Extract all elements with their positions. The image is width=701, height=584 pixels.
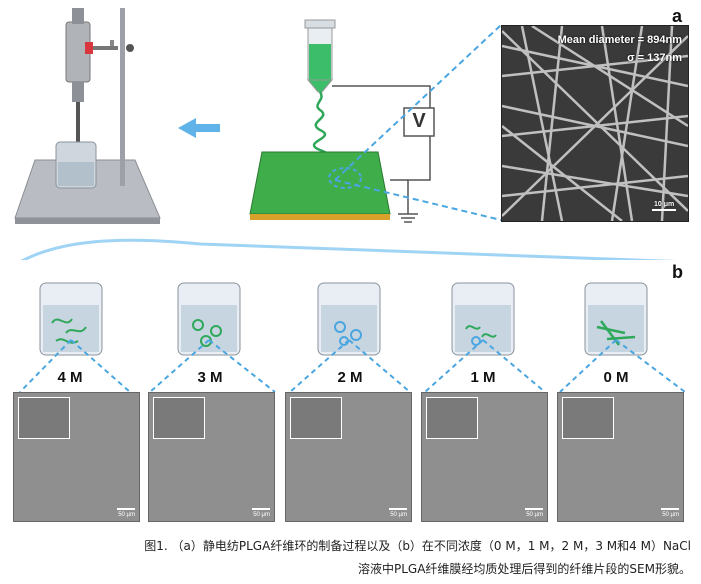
sem-inset [153,397,205,439]
syringe-cap [304,19,336,29]
clamp-red [85,42,93,54]
syringe-solution [309,44,331,80]
sem-tile-3m: 50 μm [148,392,275,522]
sem-scale-label: 50 μm [662,512,679,518]
sem-tile-0m: 50 μm [557,392,684,522]
concentration-label-3m: 3 M [197,369,223,386]
sem-scale-label: 10 μm [654,201,675,208]
panel-a-illustration [14,8,677,260]
sem-tile-1m: 50 μm [421,392,548,522]
stand-rod [120,8,125,186]
sem-inset [290,397,342,439]
beaker-1m [451,282,515,356]
homogenizer-top [72,8,84,24]
sem-mean-diameter: Mean diameter = 894nm [557,34,682,46]
voltage-box [403,107,435,137]
sem-tile-2m: 50 μm [285,392,412,522]
sem-scale-label: 50 μm [526,512,543,518]
fiber-texture [502,26,688,221]
homogenizer-neck [72,82,84,102]
clamp-arm [88,46,118,50]
concentration-label-0m: 0 M [603,369,629,386]
clamp-rod [110,40,114,50]
sem-scale-line [652,209,676,211]
sem-sigma: σ = 137nm [627,52,682,64]
panel-b-label: b [672,262,683,282]
sem-scale-label: 50 μm [253,512,270,518]
figure-caption-line2: 溶液中PLGA纤维膜经均质处理后得到的纤维片段的SEM形貌。 [358,562,691,576]
collector-mat [249,151,391,215]
sem-scale-line [525,508,543,510]
sem-scale-label: 50 μm [118,512,135,518]
collector-edge [250,214,390,220]
sem-inset [18,397,70,439]
concentration-label-1m: 1 M [470,369,496,386]
zoom-line-bottom [334,179,502,221]
beaker-2m [317,282,381,356]
sem-inset [426,397,478,439]
sem-inset [562,397,614,439]
figure-caption-line1: 图1. （a）静电纺PLGA纤维环的制备过程以及（b）在不同浓度（0 M，1 M… [144,539,691,553]
clamp-knob [126,44,134,52]
beaker-group [39,282,648,356]
beaker-0m [584,282,648,356]
syringe-tip [306,79,334,93]
zoom-ellipse [328,167,362,189]
zoom-line-top [334,24,502,181]
sem-image-fibers: Mean diameter = 894nm σ = 137nm 10 μm [501,25,689,222]
sem-scale-line [252,508,270,510]
concentration-label-4m: 4 M [57,369,83,386]
section-divider-glow [20,238,677,260]
sem-scale-line [117,508,135,510]
stand-base-edge [15,218,160,224]
beaker-3m [177,282,241,356]
wire-top [332,85,431,108]
panel-a-label: a [672,6,683,26]
sem-scale-line [661,508,679,510]
process-arrow [178,118,220,138]
sem-scale-label: 50 μm [390,512,407,518]
sem-tile-4m: 50 μm [13,392,140,522]
homogenizer-shaft [76,102,80,154]
panel-b-beakers [19,282,686,393]
beaker-4m [39,282,103,356]
zoom-lines-b [19,339,686,393]
homogenizer-liquid [58,162,94,186]
sem-scale-line [389,508,407,510]
voltage-symbol: V [412,110,426,132]
concentration-label-2m: 2 M [337,369,363,386]
